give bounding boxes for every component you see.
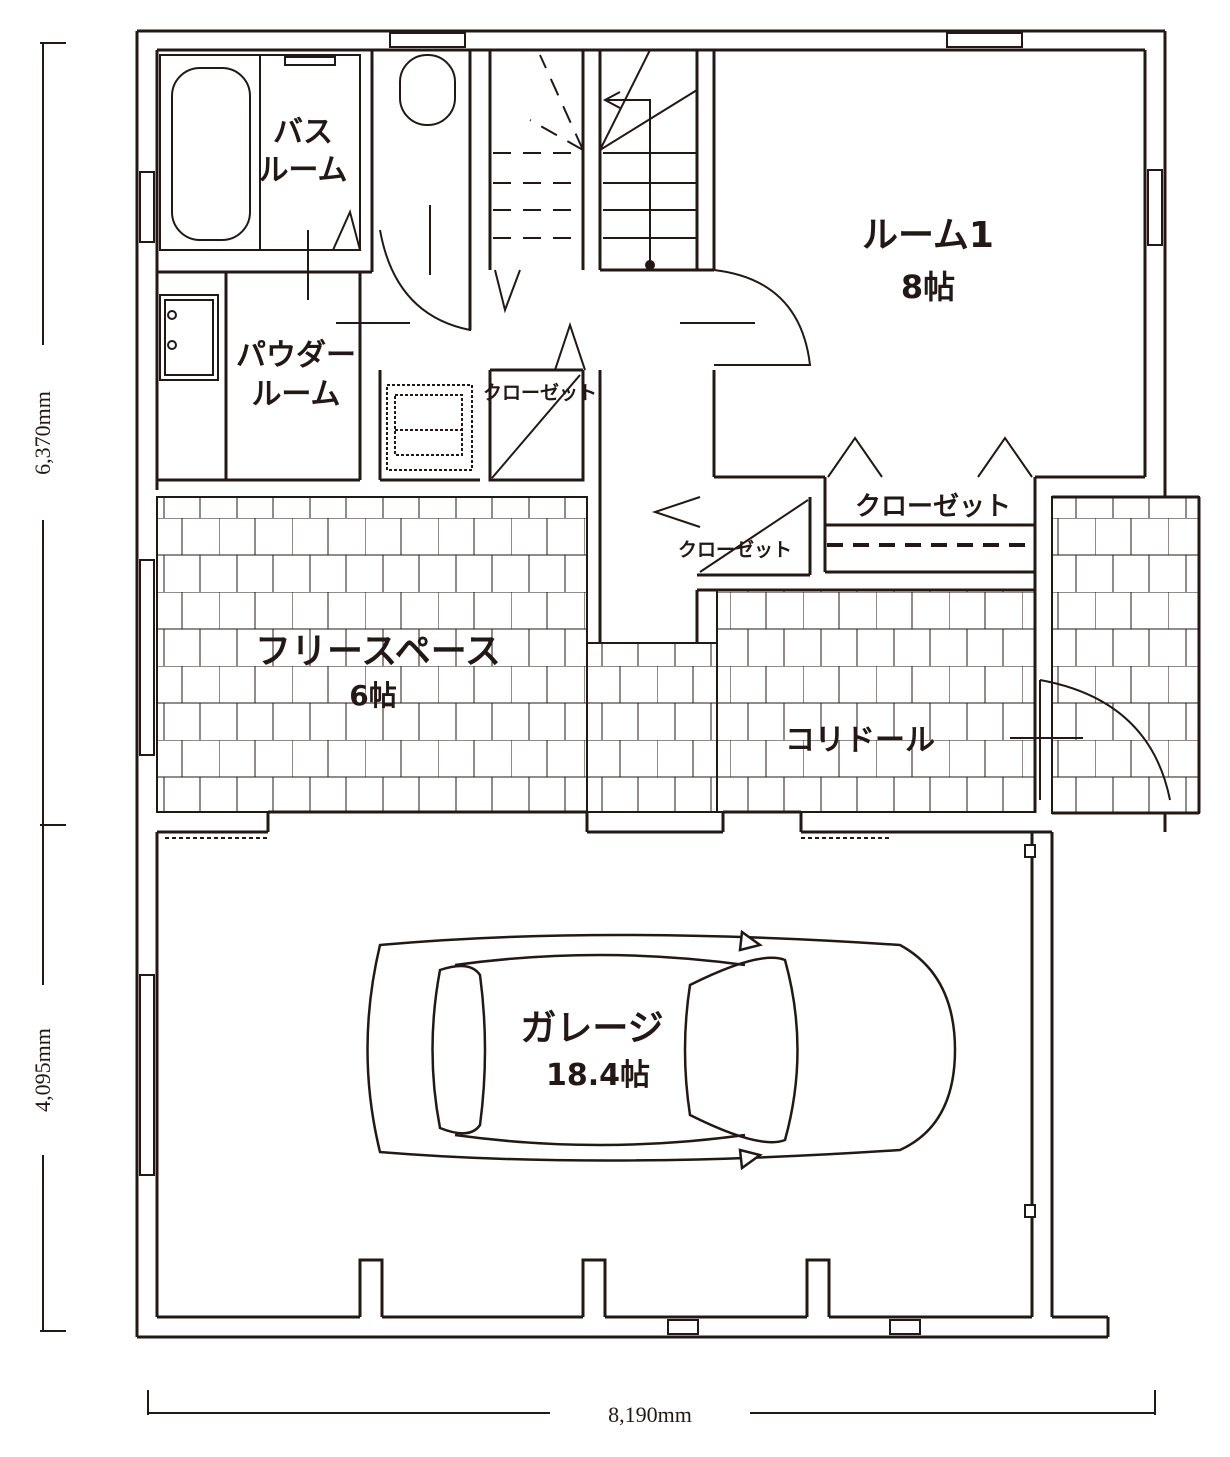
garage-size: 18.4帖 [546,1058,650,1093]
room1-door [713,269,812,366]
vanity [159,294,219,381]
corridor-label: コリドール [785,723,935,758]
window-toilet [389,32,466,48]
dimension-lines [40,42,1156,1415]
corridor-floor-a [586,642,718,813]
toilet [399,54,456,126]
windows [139,32,1163,1335]
room-labels: バス ルーム ルーム1 8帖 パウダー ルーム クローゼット クローゼット クロ… [236,115,1011,1093]
free-space-label: フリースペース [255,631,501,672]
entry-floor [1051,496,1200,814]
car-body [366,933,957,1162]
washer [386,384,473,471]
powder-label-line2: ルーム [251,377,340,412]
car-windshield [683,956,799,1144]
room1-size: 8帖 [901,268,955,306]
dimension-upper-height: 6,370mm [30,391,55,475]
closet-label-b: クローゼット [855,492,1011,522]
window-room1-top [946,32,1023,48]
entry-door [1039,679,1171,801]
fixtures [159,54,1033,547]
tiled-floors [156,496,1200,814]
garage-boundaries [165,837,1036,1218]
doors [307,205,1171,801]
stairs [493,49,698,270]
garage-label: ガレージ [520,1008,663,1049]
car [366,929,957,1171]
bath-label-line2: ルーム [258,153,347,188]
corridor-floor-b [716,589,1036,813]
powder-label-line1: パウダー [236,338,356,373]
dimension-lower-height: 4,095mm [30,1028,55,1112]
window-garage-front-b [889,1319,921,1335]
toilet-door [379,229,471,332]
free-space-size: 6帖 [349,679,396,712]
car-roof [454,953,746,1147]
walls [135,29,1201,1339]
closet-label-c: クローゼット [678,538,792,561]
closet-label-a: クローゼット [483,381,597,404]
window-room1-side [1147,169,1163,246]
dimension-width: 8,190mm [608,1402,692,1427]
room1-label: ルーム1 [862,215,994,256]
window-bath [139,171,155,243]
bath-label-line1: バス [273,115,333,150]
car-rear-window [431,964,487,1135]
window-garage-side [139,974,155,1176]
free-space-floor [156,496,588,813]
window-garage-front-a [667,1319,699,1335]
bathtub [171,67,251,241]
window-free-space [139,559,155,756]
